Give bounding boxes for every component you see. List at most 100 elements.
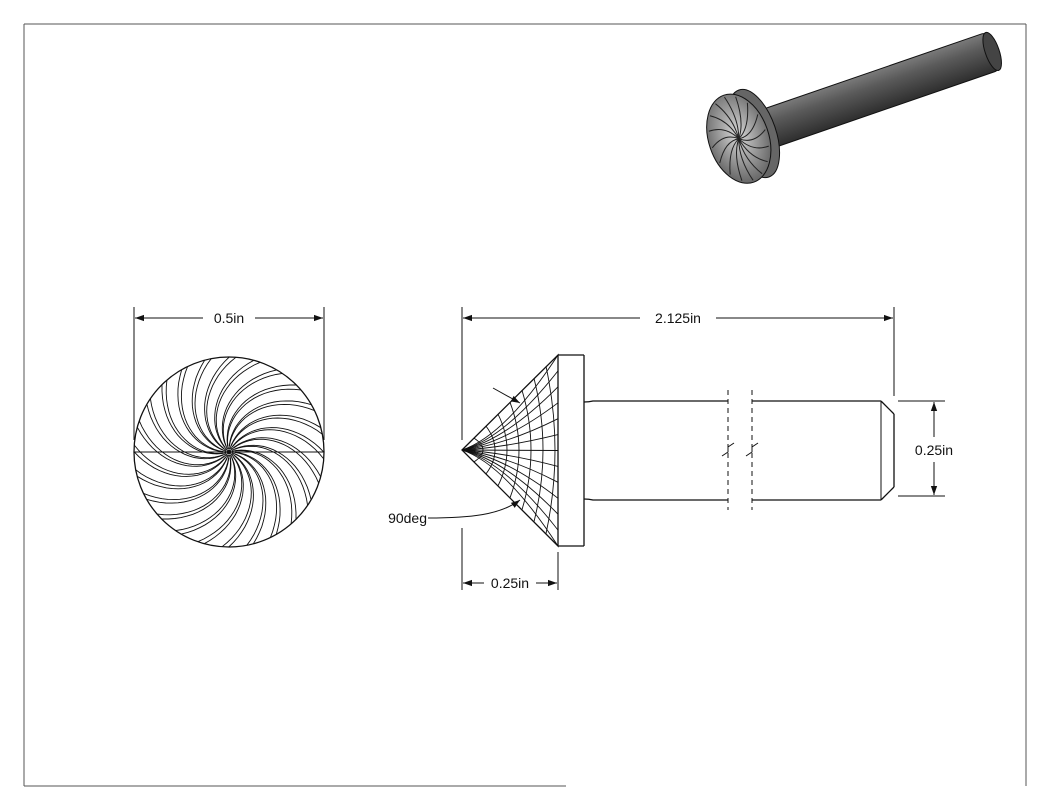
end-flute xyxy=(231,451,281,535)
end-flute xyxy=(161,454,232,520)
isometric-flute xyxy=(729,138,740,175)
isometric-flutes xyxy=(708,96,769,181)
end-flute-edge xyxy=(165,380,224,454)
end-flute-edge xyxy=(180,366,224,453)
cone-flute xyxy=(461,449,559,499)
cone-flute xyxy=(461,449,559,547)
cone-flute-cross xyxy=(533,378,544,522)
end-flute xyxy=(191,359,227,452)
isometric-flute xyxy=(738,138,769,149)
head-length-label: 0.25in xyxy=(491,575,529,591)
overall-length-label: 2.125in xyxy=(655,310,701,326)
break-lines xyxy=(721,390,759,510)
end-flute xyxy=(214,359,255,451)
end-flute-edge xyxy=(149,398,224,459)
overall-length-dimension: 2.125in xyxy=(461,307,895,440)
cone-flute xyxy=(461,434,559,451)
end-flute-edge xyxy=(143,457,230,501)
end-flute-edge xyxy=(133,444,226,475)
end-flute-edge xyxy=(233,438,320,484)
end-flute xyxy=(177,369,227,453)
end-flute-edge xyxy=(228,403,315,447)
end-view-diameter-dimension: 0.5in xyxy=(133,307,325,440)
end-view-flutes xyxy=(133,356,325,548)
end-flute-edge xyxy=(157,457,231,516)
isometric-flute xyxy=(719,138,739,164)
cone-flute xyxy=(461,449,559,483)
end-flute-edge xyxy=(230,417,323,447)
isometric-flute xyxy=(738,138,754,181)
end-flute-edge xyxy=(227,388,301,447)
end-flute xyxy=(231,449,297,520)
end-flute xyxy=(231,444,312,500)
angle-label: 90deg xyxy=(388,510,427,526)
isometric-flute xyxy=(715,103,740,139)
cone-flute xyxy=(461,449,559,467)
end-flute xyxy=(231,452,267,545)
cone-flute-cross xyxy=(497,413,508,487)
isometric-view xyxy=(706,31,1002,184)
cone-flute-cross xyxy=(485,425,496,475)
end-flute xyxy=(230,437,322,478)
cone-flute xyxy=(461,449,559,451)
end-flute-edge xyxy=(232,429,325,460)
end-flute-edge xyxy=(234,445,309,506)
cone-flute xyxy=(461,418,559,451)
end-flute xyxy=(228,453,254,548)
isometric-flute xyxy=(724,96,740,139)
shank-diameter-label: 0.25in xyxy=(915,442,953,458)
end-flute-edge xyxy=(175,457,236,532)
cone-flute-cross xyxy=(473,437,484,463)
isometric-flute xyxy=(738,138,763,175)
end-flute xyxy=(229,414,322,450)
end-flute xyxy=(226,384,297,450)
end-flute-edge xyxy=(234,451,278,538)
shank xyxy=(583,400,895,501)
end-flute-edge xyxy=(194,358,224,451)
sheet-border xyxy=(23,23,1027,787)
cone-flute xyxy=(461,386,559,451)
end-flute-edge xyxy=(215,361,261,448)
end-flute xyxy=(146,454,230,504)
angle-dimension: 90deg xyxy=(388,387,521,526)
cone-flutes xyxy=(461,354,559,547)
cone-flute xyxy=(461,449,559,515)
end-flute-edge xyxy=(222,372,283,447)
end-view-center xyxy=(226,449,232,455)
isometric-flute xyxy=(711,136,739,149)
cone-flute xyxy=(461,402,559,451)
diameter-label: 0.5in xyxy=(214,310,244,326)
cone-flute-cross xyxy=(509,402,520,498)
end-flute xyxy=(203,453,244,545)
end-flute xyxy=(230,427,325,453)
isometric-flute xyxy=(738,129,766,141)
shank-diameter-dimension: 0.25in xyxy=(898,400,953,497)
end-flute-edge xyxy=(234,453,264,546)
end-flute xyxy=(204,356,230,451)
cone-head xyxy=(461,353,585,548)
end-flute-edge xyxy=(206,356,237,449)
end-flute xyxy=(133,451,228,477)
end-view: 0.5in xyxy=(133,307,325,548)
side-view: 2.125in 0.25in 0.25in 90deg xyxy=(388,307,953,591)
cone-flute xyxy=(461,449,559,531)
cone-flute xyxy=(461,370,559,451)
cone-flute xyxy=(461,354,559,451)
isometric-flute xyxy=(735,138,743,181)
end-flute xyxy=(136,454,229,490)
end-flute-edge xyxy=(138,420,225,466)
cone-flute-cross xyxy=(545,366,556,534)
end-flute-edge xyxy=(197,456,243,543)
end-flute xyxy=(221,369,277,450)
end-flute xyxy=(161,384,227,455)
end-flute xyxy=(228,400,312,450)
end-flute-edge xyxy=(135,457,228,487)
end-flute xyxy=(181,454,237,535)
isometric-flute xyxy=(709,115,740,139)
cone-flute-cross xyxy=(521,390,532,510)
isometric-flute xyxy=(738,114,759,140)
isometric-flute xyxy=(708,129,740,140)
end-flute-edge xyxy=(221,455,252,548)
end-flute-edge xyxy=(234,450,293,524)
